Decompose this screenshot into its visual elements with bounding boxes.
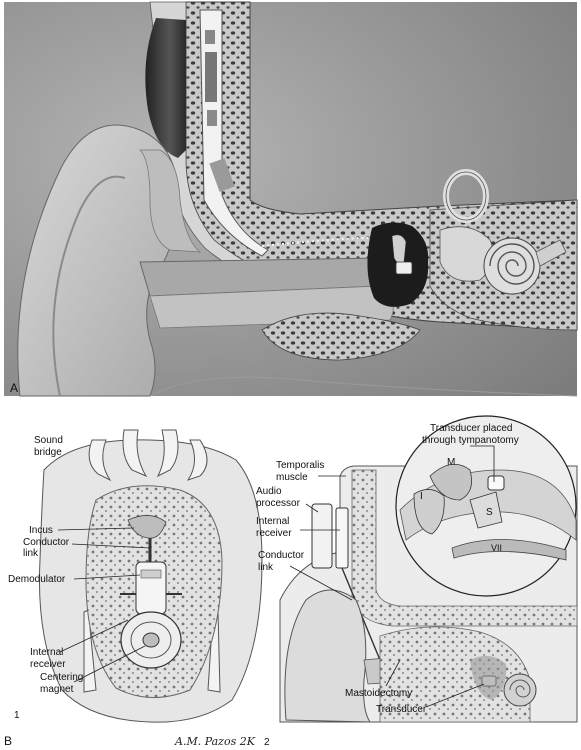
leader-conductor-link	[71, 543, 151, 549]
receiver-component-1	[205, 30, 215, 44]
label-sound-bridge: Sound bridge	[34, 435, 66, 458]
lower-bone	[261, 312, 421, 361]
panel-b-right-labels: Transducer placed through tympanotomy Te…	[4, 423, 519, 748]
inset-label-m: M	[447, 457, 455, 468]
tympanotomy-inset	[395, 415, 577, 597]
leader-conductor-link-right	[289, 565, 353, 601]
leader-internal-receiver	[59, 619, 129, 653]
receiver-component-4	[209, 158, 235, 192]
label-transducer-placed: Transducer placed through tympanotomy	[422, 423, 519, 446]
label-conductor-link-right: Conductor link	[258, 550, 307, 573]
artist-signature: A.M. Pazos 2K	[174, 735, 256, 748]
leader-transducer-placed	[470, 445, 495, 482]
inset-label-vii: VII	[491, 543, 502, 553]
label-internal-receiver: Internal receiver	[30, 647, 66, 670]
floating-mass-transducer	[395, 261, 413, 275]
retractor-top-left	[88, 439, 112, 482]
label-conductor-link: Conductor link	[23, 537, 72, 559]
leader-audio-processor	[305, 503, 319, 513]
retractor-top-far	[186, 439, 208, 481]
label-transducer: Transducer	[376, 704, 427, 715]
panel-b-letter: B	[4, 734, 12, 748]
label-centering-magnet: Centering magnet	[40, 672, 86, 695]
label-audio-processor: Audio processor	[256, 486, 301, 509]
label-mastoidectomy: Mastoidectomy	[345, 688, 412, 699]
inset-incus	[413, 489, 445, 535]
cochlea-small-spiral	[509, 679, 531, 698]
receiver-component-3	[207, 110, 217, 126]
internal-receiver-device	[335, 507, 349, 569]
inset-transducer	[487, 475, 505, 491]
internal-receiver-ring	[130, 621, 172, 659]
label-incus: Incus	[29, 525, 53, 536]
panel-a: A	[4, 1, 578, 397]
ear-cartilage	[139, 149, 202, 253]
centering-magnet-shape	[142, 632, 160, 648]
inset-label-s: S	[486, 507, 493, 518]
middle-ear-space	[470, 655, 507, 700]
panel-a-letter: A	[10, 381, 18, 395]
inset-label-i: I	[420, 491, 423, 502]
leader-mastoidectomy	[385, 659, 401, 687]
leader-incus	[57, 527, 135, 531]
receiver-component-2	[205, 52, 217, 102]
drawing-number-2: 2	[264, 737, 270, 748]
incus-structure	[127, 515, 167, 539]
inset-malleus	[429, 463, 473, 501]
audio-processor-external	[145, 18, 186, 158]
pinna-inner-fold	[52, 175, 126, 397]
leader-demodulator	[73, 574, 141, 580]
label-demodulator: Demodulator	[8, 574, 66, 585]
leader-centering-magnet	[73, 645, 146, 683]
cochlea	[483, 237, 541, 295]
panel-b-left-labels: Sound bridge Incus Conductor link Demodu…	[8, 435, 151, 721]
audio-processor-device	[311, 503, 333, 569]
panel-b-drawing-1	[39, 429, 263, 723]
semicircular-canal-outline	[445, 171, 487, 221]
auditory-nerve	[535, 239, 567, 267]
cochlea-small	[503, 673, 537, 707]
drawing-number-1: 1	[14, 710, 20, 721]
inset-stapes	[469, 491, 503, 529]
inset-facial-nerve	[451, 539, 567, 561]
pinna-section	[284, 589, 371, 723]
demodulator-label-plate	[140, 569, 162, 579]
leader-transducer	[425, 683, 485, 708]
label-internal-receiver-right: Internal receiver	[256, 516, 292, 539]
label-temporalis-muscle: Temporalis muscle	[276, 460, 327, 483]
conductor-link	[261, 237, 380, 247]
retractor-top-right	[156, 429, 179, 478]
retractor-top-mid	[122, 429, 148, 478]
jaw-contour	[149, 376, 578, 397]
